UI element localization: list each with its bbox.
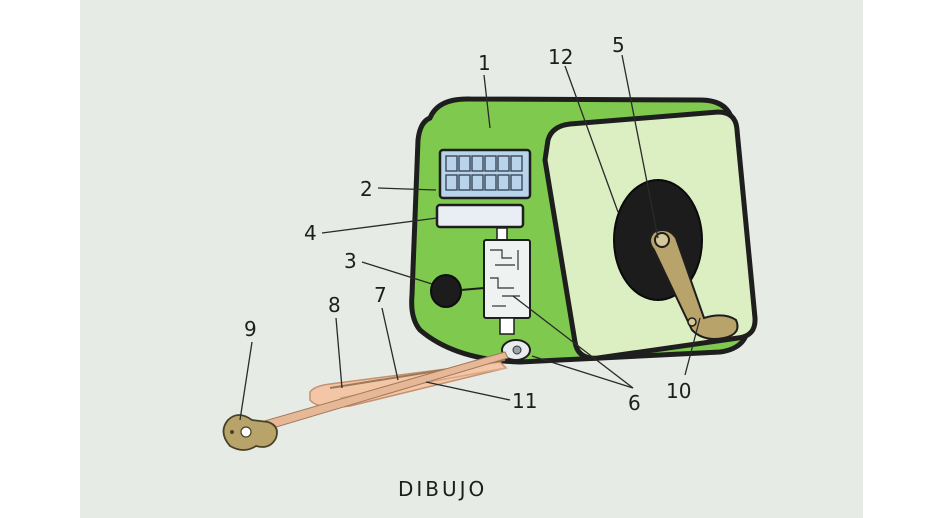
label-8: 8 — [328, 293, 341, 317]
label-3: 3 — [344, 249, 357, 273]
probe-tip-hole — [240, 426, 252, 438]
probe-tip-pin — [230, 430, 234, 434]
probe-rod — [239, 351, 509, 437]
leader-2 — [377, 187, 437, 191]
label-12: 12 — [548, 45, 573, 69]
leader-6b — [531, 355, 634, 389]
display-digits — [445, 155, 523, 191]
knob-link — [460, 287, 485, 291]
leader-10 — [684, 317, 701, 376]
leader-8 — [335, 317, 343, 389]
circuit-traces — [490, 249, 520, 307]
crank-axle — [654, 232, 670, 248]
crank-pin — [687, 317, 697, 327]
leader-6a — [512, 295, 634, 389]
leader-lines — [239, 54, 701, 421]
leader-1 — [483, 74, 491, 129]
label-4: 4 — [304, 221, 317, 245]
digital-display — [438, 148, 532, 200]
leader-3 — [361, 261, 433, 285]
label-6: 6 — [628, 391, 641, 415]
connector-stub — [496, 227, 508, 241]
crank-handle — [649, 229, 739, 340]
circuit-connector — [499, 317, 515, 335]
circuit-board — [483, 239, 531, 319]
control-knob — [430, 274, 462, 308]
leader-12 — [564, 65, 619, 213]
label-10: 10 — [666, 379, 691, 403]
leader-7 — [381, 307, 399, 381]
label-2: 2 — [360, 177, 373, 201]
label-1: 1 — [478, 51, 491, 75]
leader-11 — [425, 381, 511, 401]
label-7: 7 — [374, 283, 387, 307]
outlet-bore — [512, 345, 522, 355]
leader-5 — [621, 54, 659, 239]
label-5: 5 — [612, 33, 625, 57]
leader-4 — [321, 217, 438, 234]
leader-9 — [239, 341, 253, 421]
label-11: 11 — [512, 389, 537, 413]
diagram-caption: DIBUJO — [398, 477, 487, 501]
label-9: 9 — [244, 317, 257, 341]
reset-window — [435, 203, 525, 229]
